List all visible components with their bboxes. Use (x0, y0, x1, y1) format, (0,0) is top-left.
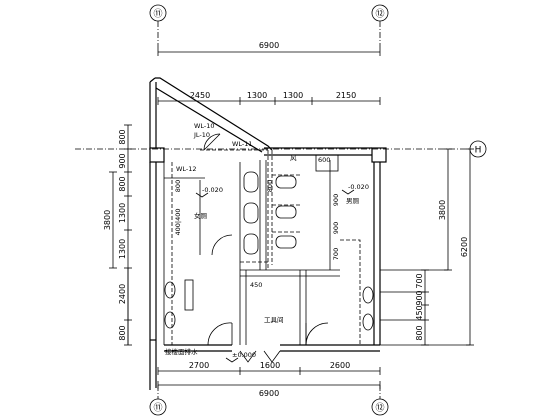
note-left: 接楼面排水 (165, 347, 198, 356)
dim-bottom-overall: 6900 (259, 389, 279, 398)
label-elev2: -0.020 (348, 183, 369, 191)
room-small: 风 (290, 154, 297, 162)
label-wl12: WL-12 (176, 165, 197, 173)
label-elev3: ±0.000 (232, 351, 256, 359)
label-wl11: WL-11 (232, 140, 253, 148)
axis-marker-12-top (371, 4, 389, 48)
axis-label-12-top: ⑫ (375, 9, 384, 20)
dim-left-4: 1300 (118, 203, 127, 223)
right-dimension-lines (380, 148, 474, 346)
dim-left-9: 400|400 (174, 208, 182, 235)
dim-top-c: 1300 (283, 91, 303, 100)
drain-piping (171, 149, 361, 345)
dim-left-overall: 3800 (103, 210, 112, 230)
dim-top-d: 2150 (336, 91, 356, 100)
toilet-stalls (243, 154, 339, 270)
bottom-dimension-lines (157, 367, 381, 389)
partition-walls (163, 160, 340, 345)
outer-walls (149, 77, 387, 390)
basins (164, 279, 374, 331)
dim-900a: 900 (332, 194, 340, 206)
dim-right-5: 450 (415, 305, 424, 320)
dim-top-overall: 6900 (259, 41, 279, 50)
dim-700: 700 (332, 248, 340, 260)
dim-right-6: 800 (415, 325, 424, 340)
dim-800a: 800 (266, 180, 274, 192)
dim-right-4: 900 (415, 290, 424, 305)
dim-left-5: 1300 (118, 239, 127, 259)
axis-label-11-bottom: ⑪ (153, 403, 162, 414)
room-female: 女厕 (194, 211, 208, 220)
dim-top-a: 2450 (190, 91, 210, 100)
left-dimension-lines (109, 124, 132, 346)
dim-left-7: 800 (118, 325, 127, 340)
axis-label-12-bottom: ⑫ (375, 403, 384, 414)
dim-600: 600 (318, 156, 330, 164)
doors (203, 133, 329, 363)
dim-450: 450 (250, 281, 262, 289)
dim-900b: 900 (332, 222, 340, 234)
room-male: 男厕 (346, 197, 360, 205)
dim-right-1: 3800 (438, 200, 447, 220)
axis-marker-11-top (149, 4, 167, 48)
label-wl10: WL-10 (194, 122, 215, 130)
dim-left-2: 900 (118, 153, 127, 168)
dim-bottom-a: 2700 (189, 361, 209, 370)
axis-label-h: H (475, 146, 482, 156)
label-jl10: JL-10 (193, 131, 210, 139)
axis-label-11-top: ⑪ (153, 9, 162, 20)
dim-bottom-c: 2600 (330, 361, 350, 370)
dim-right-2: 6200 (460, 237, 469, 257)
dim-top-b: 1300 (247, 91, 267, 100)
dim-right-3: 700 (415, 273, 424, 288)
dim-left-6: 2400 (118, 284, 127, 304)
room-tool: 工具间 (264, 316, 284, 324)
dim-bottom-b: 1600 (260, 361, 280, 370)
label-elev1: -0.020 (202, 186, 223, 194)
dim-left-1: 800 (118, 129, 127, 144)
dim-left-3: 800 (118, 176, 127, 191)
top-dimension-lines (157, 48, 381, 105)
elevation-arrows (195, 189, 355, 363)
dim-left-8: 800 (174, 180, 182, 192)
